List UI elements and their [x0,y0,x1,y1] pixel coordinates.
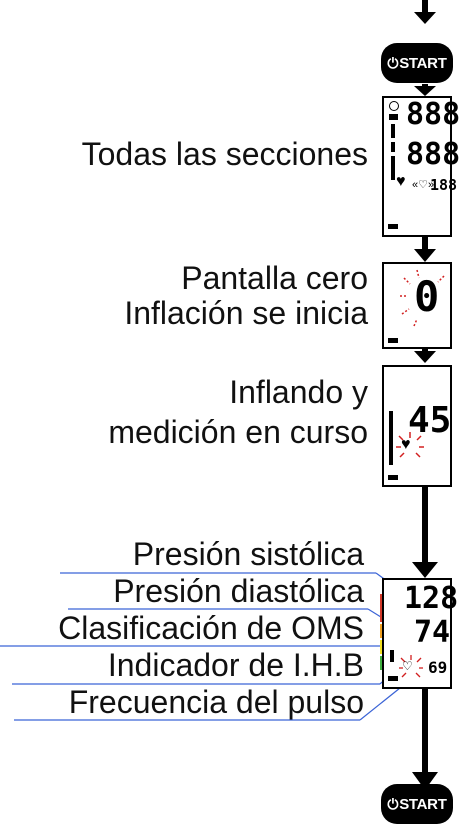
lcd-bar-segment [391,156,395,180]
lcd-zero-screen: 0 [382,262,452,349]
lcd-sys-digits: 888 [406,97,461,132]
label-systolic: Presión sistólica [132,536,364,572]
zero-screen-line1: Pantalla cero [181,260,368,296]
label-pulse-rate: Frecuencia del pulso [68,684,364,720]
irregular-heart-icon: ♡ [402,659,413,673]
flash-rays [396,432,424,458]
label-ihb-indicator: Indicador de I.H.B [107,647,364,683]
lcd-result-pulse: 69 [428,658,448,677]
label-who-classification: Clasificación de OMS [58,610,364,646]
lcd-bar-segment [391,142,395,152]
battery-icon [388,676,398,681]
flash-rays [400,269,445,327]
heart-icon: ♥ [396,173,406,190]
power-icon: ⏻ [387,795,399,812]
battery-icon [388,224,398,229]
battery-icon [388,475,398,480]
lcd-pulse-digits: 188 [430,176,458,194]
lcd-bar-segment [389,411,393,465]
lcd-dia-digits: 888 [406,137,461,172]
lcd-all-sections: 888 888 ♥ «♡» 188 [382,96,460,237]
inflating-line2: medición en curso [108,414,368,450]
lcd-zero-digit: 0 [414,272,440,321]
start-button[interactable]: ⏻START [381,784,453,824]
lcd-memory-icon [389,114,398,120]
lcd-result: 128 74 ♡ 69 [382,578,458,689]
lcd-top-indicator-icon [389,101,399,111]
lcd-result-sys: 128 [404,581,459,616]
zero-screen-line2: Inflación se inicia [124,295,368,331]
inflating-line1: Inflando y [229,374,368,410]
all-sections-label: Todas las secciones [81,136,368,172]
lcd-bar-segment [391,124,395,138]
who-indicator-segment [390,650,394,662]
lcd-result-dia: 74 [414,615,451,650]
power-icon: ⏻ [387,54,399,71]
start-button[interactable]: ⏻START [381,43,453,83]
flash-rays [399,655,423,678]
label-diastolic: Presión diastólica [113,573,364,609]
battery-icon [388,338,398,343]
heart-icon: ♥ [401,436,411,453]
lcd-inflating: 45 ♥ [382,365,452,487]
lcd-inflating-value: 45 [408,400,452,441]
irregular-heart-icon: «♡» [412,179,435,191]
